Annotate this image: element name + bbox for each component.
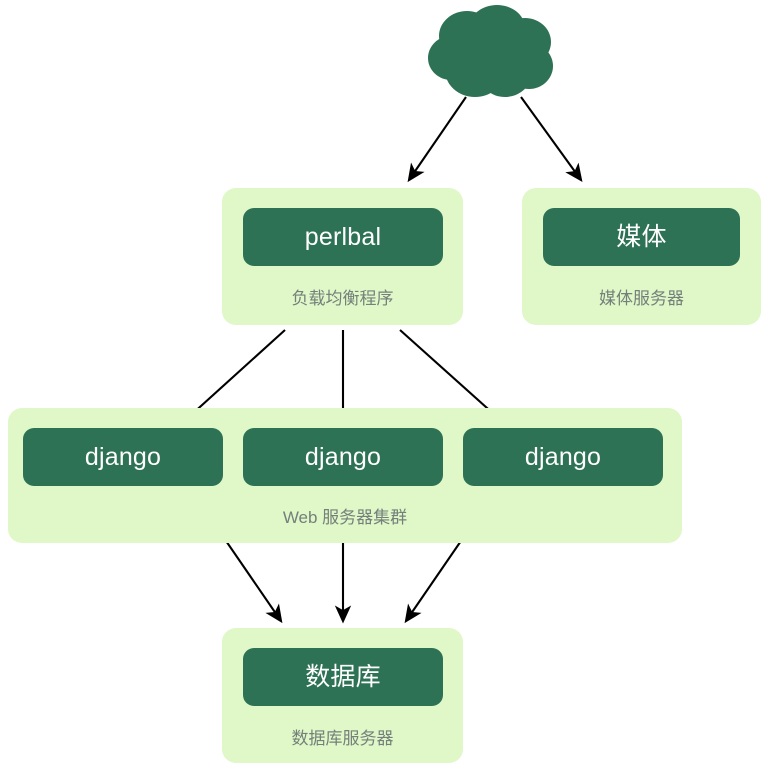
node-perlbal-label: perlbal — [304, 222, 382, 251]
edge-internet-to-media-server — [520, 96, 583, 183]
node-django-3-label: django — [524, 442, 602, 471]
internet-cloud — [425, 2, 555, 106]
cloud-icon — [428, 5, 553, 97]
node-database[interactable]: 数据库 — [243, 648, 443, 706]
edge-internet-to-load-balancer — [407, 96, 467, 183]
node-media[interactable]: 媒体 — [543, 208, 740, 266]
caption-media-server: 媒体服务器 — [599, 289, 684, 308]
node-django-2-label: django — [304, 442, 382, 471]
caption-web-cluster: Web 服务器集群 — [282, 508, 408, 527]
node-django-1-label: django — [84, 442, 162, 471]
caption-database-server: 数据库服务器 — [291, 729, 394, 748]
node-django-2[interactable]: django — [243, 428, 443, 486]
node-perlbal[interactable]: perlbal — [243, 208, 443, 266]
node-media-label: 媒体 — [616, 222, 667, 251]
node-django-1[interactable]: django — [23, 428, 223, 486]
node-django-3[interactable]: django — [463, 428, 663, 486]
node-database-label: 数据库 — [305, 662, 381, 691]
caption-load-balancer: 负载均衡程序 — [291, 289, 394, 308]
